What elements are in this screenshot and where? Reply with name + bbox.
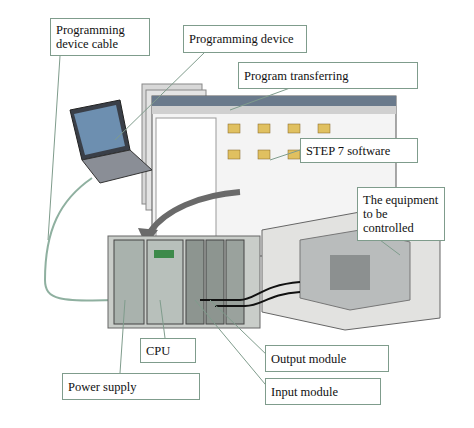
io-module xyxy=(226,240,244,324)
laptop-base xyxy=(82,150,152,183)
input-module xyxy=(186,240,204,324)
programming-cable xyxy=(45,178,118,301)
callout-box: Power supply xyxy=(62,373,200,400)
machine-window xyxy=(300,230,410,310)
callout-box: CPU xyxy=(140,338,196,363)
tree-pane xyxy=(156,118,216,252)
laptop-screen xyxy=(70,100,130,160)
callout-text: The equipment to be controlled xyxy=(363,193,439,235)
window-titlebar xyxy=(152,96,396,106)
plc-rail xyxy=(108,236,260,328)
callout-box: STEP 7 software xyxy=(300,138,418,163)
cpu-module xyxy=(147,240,183,324)
callout-box: Input module xyxy=(265,378,381,405)
leader-lines xyxy=(48,52,400,390)
callout-text: Programming device cable xyxy=(56,23,144,51)
callout-text: Programming device xyxy=(189,32,294,46)
callout-box: Programming device xyxy=(183,25,307,53)
callout-text: STEP 7 software xyxy=(306,144,390,158)
transfer-arrow xyxy=(150,192,240,232)
callout-text: Power supply xyxy=(68,380,136,394)
cpu-leds xyxy=(154,250,174,258)
callout-text: CPU xyxy=(146,344,170,358)
io-cable xyxy=(215,292,300,306)
callout-text: Input module xyxy=(271,385,338,399)
callout-box: Output module xyxy=(265,345,389,372)
power-supply-module xyxy=(114,240,144,324)
window-menubar xyxy=(152,106,396,114)
callout-box: The equipment to be controlled xyxy=(357,187,445,241)
callout-text: Program transferring xyxy=(244,69,348,83)
callout-box: Programming device cable xyxy=(50,18,150,56)
io-cable xyxy=(200,282,300,300)
laptop-display xyxy=(74,105,125,155)
callout-box: Program transferring xyxy=(238,62,418,89)
callout-text: Output module xyxy=(271,352,346,366)
machine-spindle xyxy=(330,255,370,290)
